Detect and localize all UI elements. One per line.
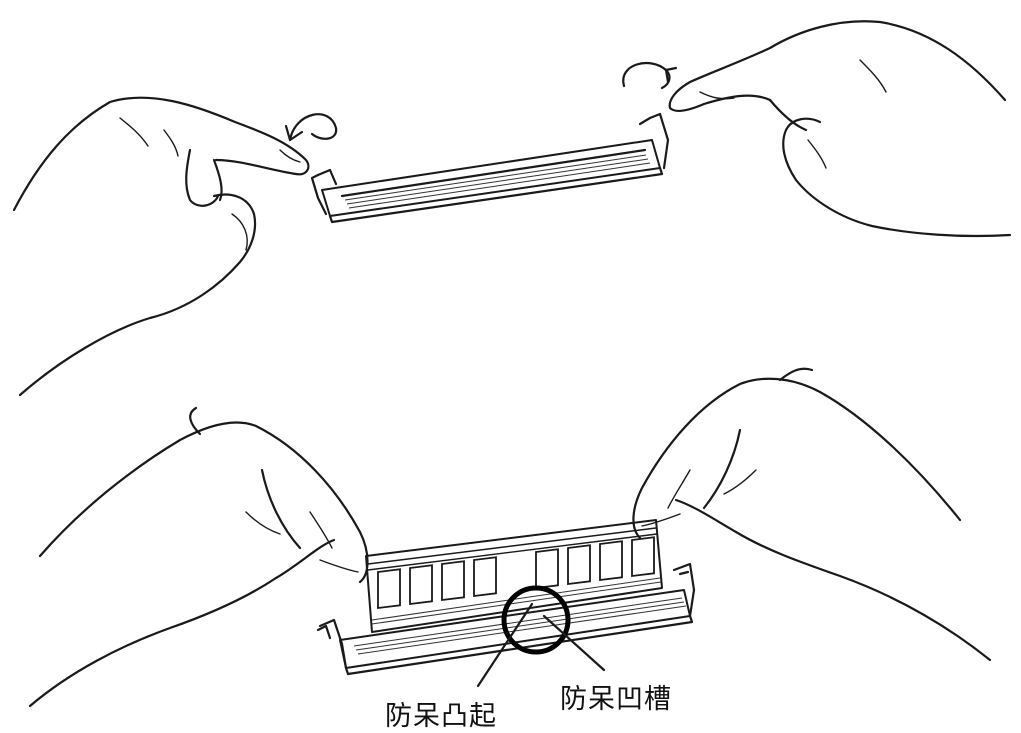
rotate-arrow-right-icon	[622, 61, 678, 90]
memory-chip	[377, 568, 401, 610]
memory-chip	[409, 564, 433, 606]
memory-chip	[631, 536, 655, 578]
memory-module	[365, 519, 663, 633]
notch-leader-line	[542, 614, 606, 672]
key-protrusion-label: 防呆凸起	[385, 701, 497, 732]
memory-slot-top	[310, 112, 670, 224]
right-hand-bottom	[632, 367, 992, 662]
memory-chip	[567, 544, 591, 586]
left-hand-top	[12, 96, 310, 397]
memory-chip	[441, 560, 465, 602]
key-leader-line	[476, 602, 534, 688]
memory-chip	[473, 556, 497, 598]
key-notch-highlight-circle	[501, 585, 571, 655]
step-insert-module	[28, 367, 992, 708]
step-open-latches	[12, 20, 1012, 397]
rotate-arrow-left-icon	[284, 113, 338, 142]
key-notch-label: 防呆凹槽	[560, 684, 672, 715]
right-hand-top	[668, 20, 1012, 238]
memory-chip	[599, 540, 623, 582]
memory-chip	[535, 548, 559, 590]
left-hand-bottom	[28, 406, 369, 708]
